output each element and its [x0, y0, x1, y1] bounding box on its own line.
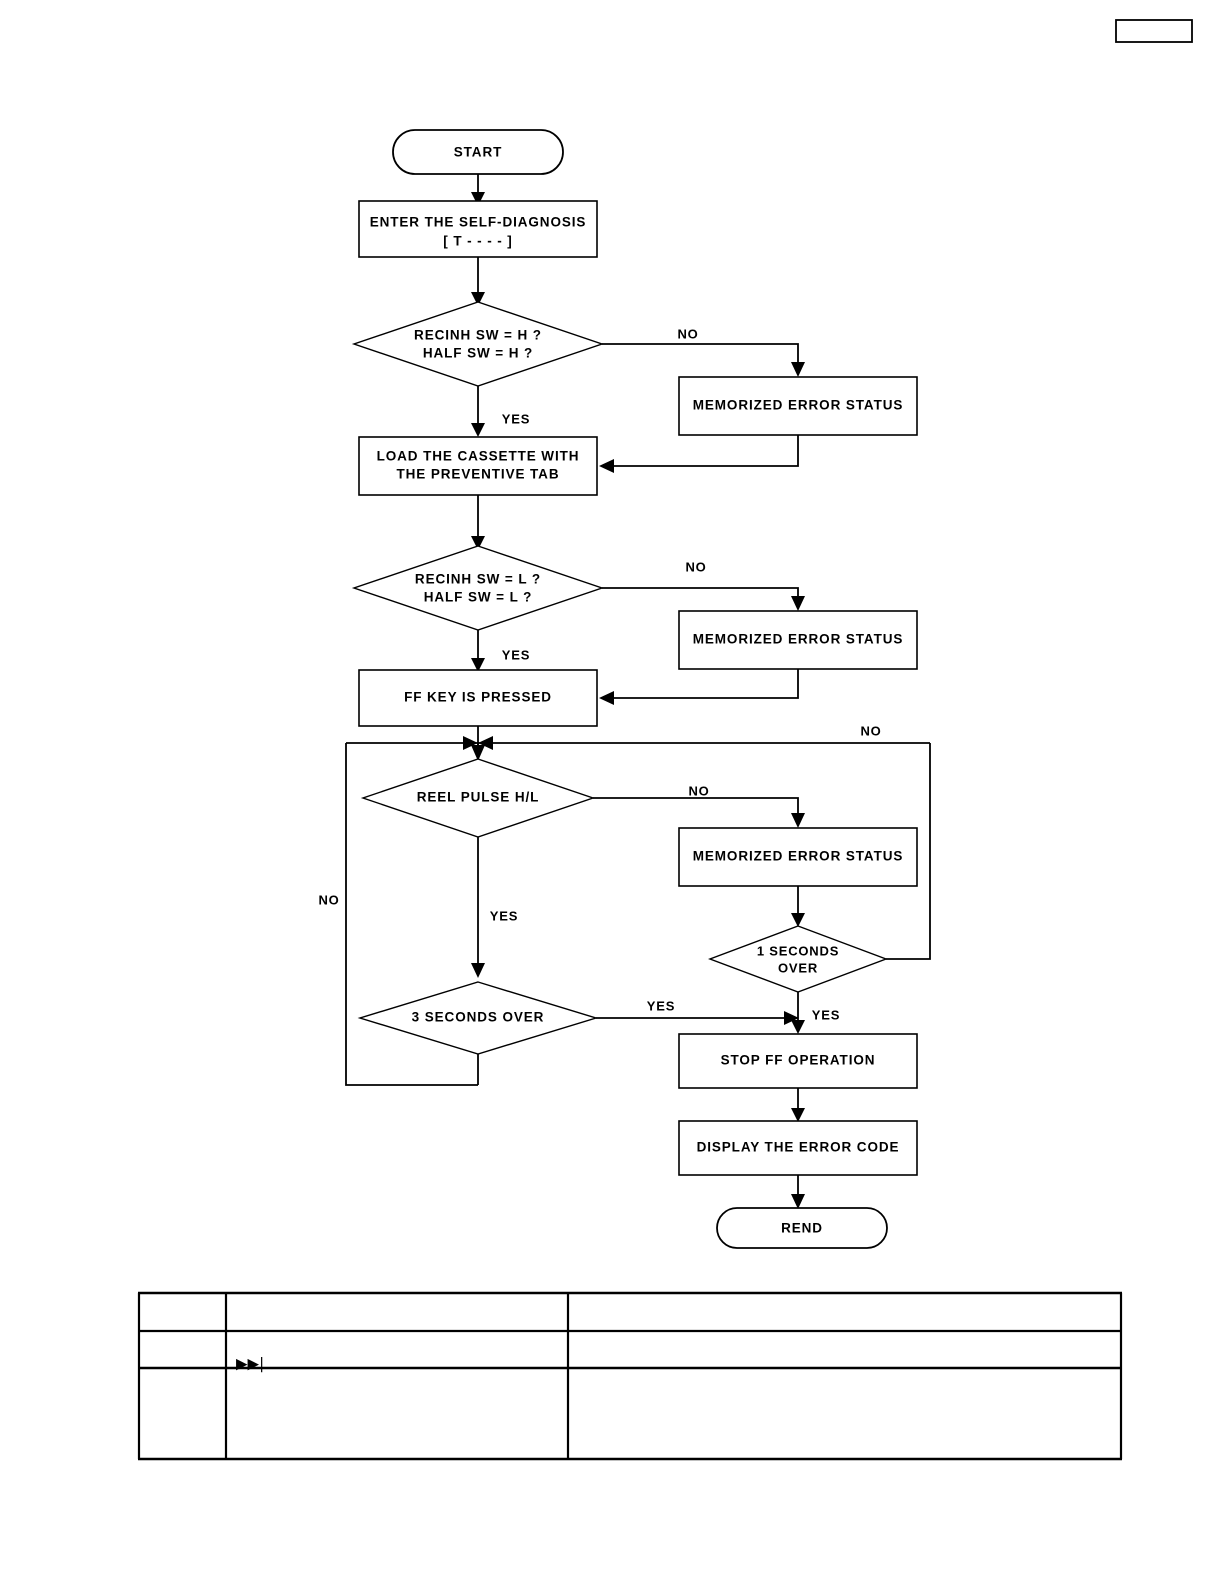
arrow-err1-to-load — [599, 459, 614, 473]
arrow-enter-to-dec1 — [471, 292, 485, 306]
arrow-dec2-no — [791, 596, 805, 611]
node-decision-1-second-label: 1 SECONDS — [757, 943, 839, 958]
node-enter-diagnosis-label2: [ T - - - - ] — [443, 234, 512, 249]
node-memorized-error-status-3 — [678, 827, 918, 887]
arrow-merge-left — [463, 736, 478, 750]
edge-label-yes-4: YES — [647, 998, 675, 1013]
node-memorized-error-status-1 — [678, 376, 918, 436]
edge-label-yes-3: YES — [490, 908, 518, 923]
node-display-error-code-label: DISPLAY THE ERROR CODE — [697, 1140, 900, 1155]
node-decision-1-second — [708, 925, 888, 993]
arrow-dec2-yes — [471, 658, 485, 672]
node-stop-ff-operation-label: STOP FF OPERATION — [721, 1053, 876, 1068]
header-corner-box — [1115, 19, 1193, 43]
edge-label-yes-5: YES — [812, 1007, 840, 1022]
node-load-cassette-label2: THE PREVENTIVE TAB — [397, 467, 560, 482]
arrow-reel-yes — [471, 963, 485, 978]
node-decision-reel-pulse — [360, 758, 596, 838]
node-load-cassette-label: LOAD THE CASSETTE WITH — [377, 449, 580, 464]
arrow-err2-to-ffkey — [599, 691, 614, 705]
edge-label-no-3: NO — [860, 723, 881, 738]
edge-label-no-2: NO — [685, 559, 706, 574]
node-display-error-code — [678, 1120, 918, 1176]
node-decision-1-second-label2: OVER — [778, 960, 818, 975]
bottom-table: ▶▶| — [137, 1291, 1123, 1461]
node-decision-sw-low — [351, 545, 605, 631]
node-stop-ff-operation — [678, 1033, 918, 1089]
node-ff-key-pressed-label: FF KEY IS PRESSED — [404, 690, 552, 705]
node-decision-sw-high-label2: HALF SW = H ? — [423, 346, 533, 361]
arrow-merge-to-reel — [471, 745, 485, 761]
node-ff-key-pressed — [358, 669, 598, 727]
arrow-merge-right — [478, 736, 493, 750]
node-memorized-error-status-3-label: MEMORIZED ERROR STATUS — [693, 849, 904, 864]
arrow-display-to-rend — [791, 1194, 805, 1209]
loop-left-rail — [345, 743, 478, 1086]
edge-label-no-4: NO — [688, 783, 709, 798]
arrow-stopff-to-display — [791, 1108, 805, 1122]
fast-forward-icon: ▶▶| — [236, 1355, 264, 1373]
node-start-label: START — [454, 145, 503, 160]
node-decision-3-seconds — [357, 981, 599, 1055]
node-enter-diagnosis — [358, 200, 598, 258]
edge-err2-to-ffkey — [612, 669, 799, 699]
node-decision-reel-pulse-label: REEL PULSE H/L — [417, 790, 540, 805]
node-load-cassette — [358, 436, 598, 496]
arrow-load-to-dec2 — [471, 536, 485, 550]
node-decision-sw-high — [351, 301, 605, 387]
arrow-start-to-enter — [471, 192, 485, 206]
arrow-dec1-no — [791, 362, 805, 377]
edge-label-yes-2: YES — [502, 647, 530, 662]
arrow-1sec-yes — [791, 1020, 805, 1034]
edge-label-no-5: NO — [318, 892, 339, 907]
node-rend — [716, 1207, 888, 1249]
node-rend-label: REND — [781, 1221, 823, 1236]
edge-reel-no — [593, 797, 799, 815]
node-start — [392, 129, 564, 175]
arrow-3sec-yes — [784, 1011, 799, 1025]
node-decision-sw-high-label: RECINH SW = H ? — [414, 328, 542, 343]
edge-dec1-no — [602, 343, 799, 364]
loop-right-rail — [886, 743, 931, 960]
edge-label-yes-1: YES — [502, 411, 530, 426]
node-memorized-error-status-2 — [678, 610, 918, 670]
arrow-dec1-yes — [471, 423, 485, 437]
node-decision-3-seconds-label: 3 SECONDS OVER — [412, 1010, 545, 1025]
edge-err1-to-load — [612, 435, 799, 467]
node-decision-sw-low-label2: HALF SW = L ? — [424, 590, 533, 605]
edge-dec2-no — [602, 587, 799, 598]
edge-label-no-1: NO — [677, 326, 698, 341]
node-memorized-error-status-2-label: MEMORIZED ERROR STATUS — [693, 632, 904, 647]
node-decision-sw-low-label: RECINH SW = L ? — [415, 572, 541, 587]
arrow-err3-to-1sec — [791, 913, 805, 927]
node-enter-diagnosis-label: ENTER THE SELF-DIAGNOSIS — [370, 215, 587, 230]
arrow-reel-no — [791, 813, 805, 828]
node-memorized-error-status-1-label: MEMORIZED ERROR STATUS — [693, 398, 904, 413]
